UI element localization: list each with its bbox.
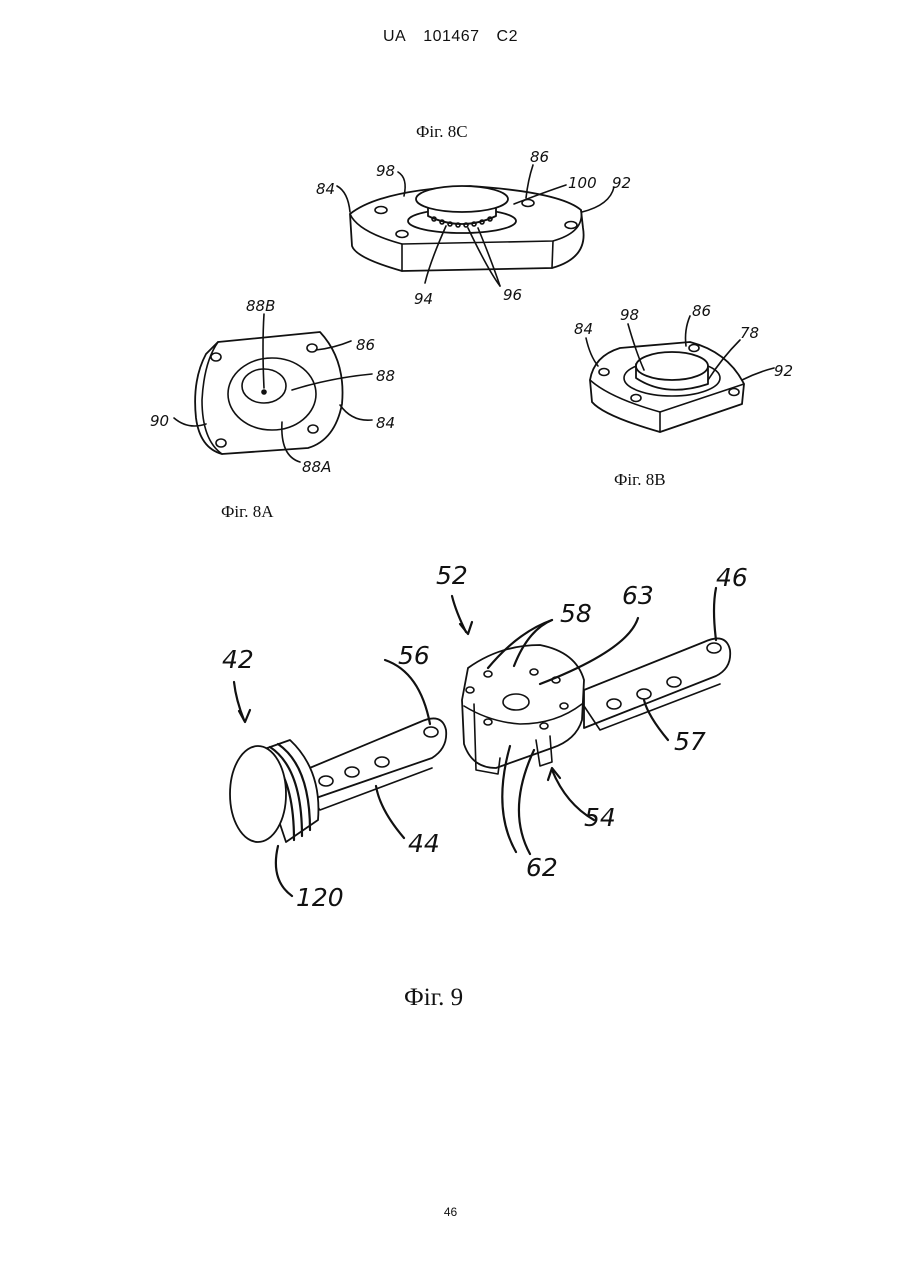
- fig8a-label-90: 90: [150, 412, 169, 430]
- fig8b-label-84: 84: [574, 320, 593, 338]
- fig-9-drawing: [230, 588, 730, 896]
- fig9-label-46: 46: [716, 563, 748, 592]
- fig8c-label-84: 84: [316, 180, 335, 198]
- fig9-label-57: 57: [674, 727, 706, 756]
- fig8c-label-94: 94: [414, 290, 433, 308]
- fig8b-label-92: 92: [774, 362, 793, 380]
- fig-8c-caption: Фiг. 8C: [416, 122, 468, 142]
- fig8c-label-100: 100: [568, 174, 597, 192]
- fig8b-label-86: 86: [692, 302, 711, 320]
- fig-8a-caption: Фiг. 8A: [221, 502, 274, 522]
- fig9-label-120: 120: [296, 883, 344, 912]
- fig8c-label-86: 86: [530, 148, 549, 166]
- fig9-label-62: 62: [526, 853, 558, 882]
- fig8a-label-88a: 88A: [302, 458, 331, 476]
- fig9-label-52: 52: [436, 561, 468, 590]
- fig8a-label-88b: 88B: [246, 297, 275, 315]
- fig8c-label-92: 92: [612, 174, 631, 192]
- fig-9-caption: Фiг. 9: [404, 984, 463, 1012]
- fig8c-label-96: 96: [503, 286, 522, 304]
- fig9-label-58: 58: [560, 599, 592, 628]
- fig8a-label-86: 86: [356, 336, 375, 354]
- fig-8a-drawing: [174, 314, 372, 462]
- fig9-label-63: 63: [622, 581, 654, 610]
- fig8b-label-78: 78: [740, 324, 759, 342]
- fig8a-label-84: 84: [376, 414, 395, 432]
- fig9-label-56: 56: [398, 641, 430, 670]
- fig8a-label-88: 88: [376, 367, 395, 385]
- fig9-label-44: 44: [408, 829, 440, 858]
- page-number: 46: [0, 1205, 901, 1219]
- fig9-label-54: 54: [584, 803, 616, 832]
- fig-8b-caption: Фiг. 8B: [614, 470, 666, 490]
- fig8b-label-98: 98: [620, 306, 639, 324]
- fig9-label-42: 42: [222, 645, 254, 674]
- fig8c-label-98: 98: [376, 162, 395, 180]
